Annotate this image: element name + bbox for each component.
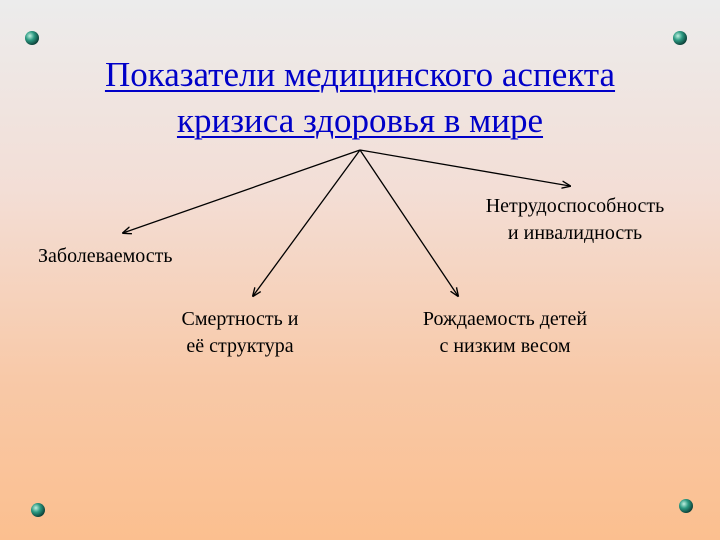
corner-dot-icon	[31, 503, 45, 517]
node-mortality-line-2: её структура	[186, 335, 294, 357]
corner-dot-icon	[679, 499, 693, 513]
title-link[interactable]: Показатели медицинского аспекта кризиса …	[40, 52, 680, 144]
connector-to-births	[359, 149, 458, 296]
title-line-1: Показатели медицинского аспекта	[104, 55, 616, 94]
corner-dot-icon	[25, 31, 39, 45]
node-disability-line-1: Нетрудоспособность	[485, 195, 665, 217]
corner-dot-icon	[673, 31, 687, 45]
node-morbidity: Заболеваемость	[38, 243, 173, 270]
node-births-line-1: Рождаемость детей	[422, 308, 588, 330]
node-mortality: Смертность и её структура	[160, 306, 320, 360]
node-disability-line-2: и инвалидность	[507, 222, 643, 244]
node-morbidity-label: Заболеваемость	[38, 245, 173, 267]
node-disability: Нетрудоспособность и инвалидность	[455, 193, 695, 247]
node-births: Рождаемость детей с низким весом	[395, 306, 615, 360]
connector-to-mortality	[253, 149, 361, 296]
connector-to-morbidity	[123, 149, 361, 233]
page-title[interactable]: Показатели медицинского аспекта кризиса …	[40, 52, 680, 144]
node-mortality-line-1: Смертность и	[181, 308, 299, 330]
title-line-2: кризиса здоровья в мире	[176, 101, 544, 140]
node-births-line-2: с низким весом	[439, 335, 571, 357]
connector-to-disability	[359, 149, 570, 186]
